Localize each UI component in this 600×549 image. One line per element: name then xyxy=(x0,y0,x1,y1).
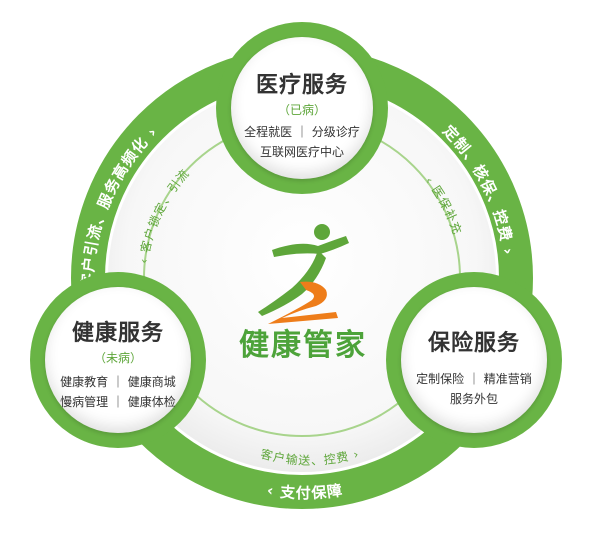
logo-leg xyxy=(268,281,338,324)
health-service-title: 健康服务 xyxy=(71,321,164,346)
medical-service-title: 医疗服务 xyxy=(255,73,348,98)
insurance-service-line-1: 定制保险 ｜ 精准营销 xyxy=(416,372,532,386)
health-service-subtitle: （未病） xyxy=(93,351,142,365)
insurance-service-node: 保险服务 定制保险 ｜ 精准营销 服务外包 xyxy=(401,287,547,433)
brand-title: 健康管家 xyxy=(239,328,367,363)
insurance-service-line-2: 服务外包 xyxy=(449,392,498,406)
medical-service-subtitle: （已病） xyxy=(277,103,326,117)
medical-service-node: 医疗服务 （已病） 全程就医 ｜ 分级诊疗 互联网医疗中心 xyxy=(231,37,373,179)
logo-arm xyxy=(272,236,349,257)
medical-service-line-2: 互联网医疗中心 xyxy=(259,145,344,159)
medical-service-line-1: 全程就医 ｜ 分级诊疗 xyxy=(244,125,360,139)
logo-head xyxy=(314,224,330,240)
health-manager-logo xyxy=(258,224,349,324)
logo-body xyxy=(258,250,326,316)
health-service-line-1: 健康教育 ｜ 健康商城 xyxy=(60,375,176,389)
insurance-service-title: 保险服务 xyxy=(427,331,520,356)
health-service-line-2: 慢病管理 ｜ 健康体检 xyxy=(60,395,176,409)
ring-label-bottom: ‹ 支付保障 xyxy=(266,481,344,502)
health-service-node: 健康服务 （未病） 健康教育 ｜ 健康商城 慢病管理 ｜ 健康体检 xyxy=(45,287,191,433)
